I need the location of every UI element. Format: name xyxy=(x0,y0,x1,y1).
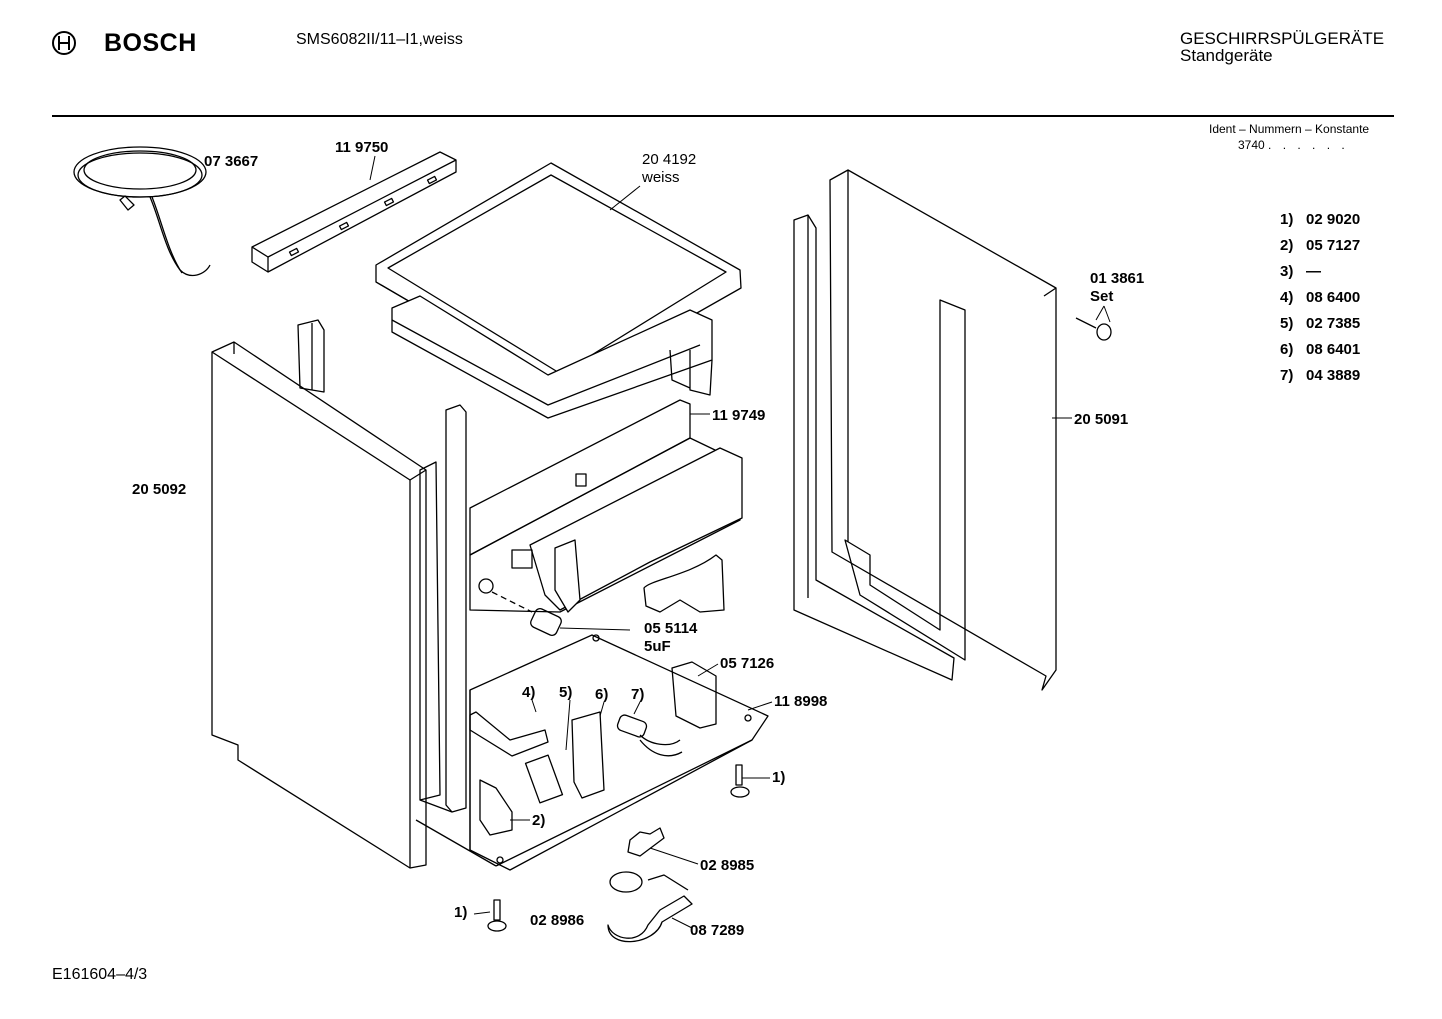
legend-ref: 2) xyxy=(1280,237,1294,254)
sensor-parts-drawing xyxy=(608,828,692,942)
header-divider xyxy=(52,115,1394,117)
ident-number: 3740 xyxy=(1238,138,1265,152)
ident-dots: . . . . . . xyxy=(1268,138,1349,152)
legend-number: 02 7385 xyxy=(1306,315,1361,332)
right-side-rail-drawing xyxy=(794,215,954,680)
callout-1-left: 1) xyxy=(454,904,468,921)
rear-panel-drawing xyxy=(830,170,1056,690)
top-rail-drawing xyxy=(252,152,456,272)
label-055114: 05 5114 xyxy=(644,620,698,637)
left-side-panel-drawing xyxy=(212,342,426,868)
legend-ref: 1) xyxy=(1280,211,1294,228)
ident-label: Ident – Nummern – Konstante xyxy=(1209,122,1370,136)
label-028985: 02 8985 xyxy=(700,857,755,874)
label-204192: 20 4192 xyxy=(642,151,697,168)
legend-row-5: 5) 02 7385 xyxy=(1280,315,1360,332)
legend-row-7: 7) 04 3889 xyxy=(1280,367,1360,384)
screw-set-drawing xyxy=(1076,318,1111,340)
document-id: E161604–4/3 xyxy=(52,966,148,983)
legend-number: 04 3889 xyxy=(1306,367,1361,384)
legend-row-1: 1) 02 9020 xyxy=(1280,211,1360,228)
label-057126: 05 7126 xyxy=(720,655,775,672)
callout-2: 2) xyxy=(532,812,546,829)
legend-ref: 3) xyxy=(1280,263,1294,280)
legend-row-4: 4) 08 6400 xyxy=(1280,289,1360,306)
bosch-logo-icon xyxy=(51,30,77,61)
small-parts-drawing xyxy=(470,712,682,835)
category-line-1: GESCHIRRSPÜLGERÄTE xyxy=(1180,29,1385,48)
callout-4: 4) xyxy=(522,684,536,701)
brand-name: BOSCH xyxy=(104,29,197,57)
legend-number: — xyxy=(1306,263,1321,280)
callout-5: 5) xyxy=(559,684,573,701)
adjustable-foot-left-drawing xyxy=(488,900,506,931)
label-013861: 01 3861 xyxy=(1090,270,1145,287)
adjustable-foot-right-drawing xyxy=(731,765,749,797)
legend-number: 05 7127 xyxy=(1306,237,1361,254)
cross-member-drawing xyxy=(470,400,742,612)
label-055114-capacity: 5uF xyxy=(644,638,671,655)
ident-value: 3740 . . . . . . xyxy=(1238,138,1349,152)
label-013861-set: Set xyxy=(1090,288,1114,305)
label-119749: 11 9749 xyxy=(712,407,766,424)
bracket-drawing xyxy=(672,662,716,728)
category-title: GESCHIRRSPÜLGERÄTE Standgeräte xyxy=(1180,30,1384,64)
label-087289: 08 7289 xyxy=(690,922,745,939)
legend-row-3: 3) — xyxy=(1280,263,1321,280)
label-028986: 02 8986 xyxy=(530,912,585,929)
label-073667: 07 3667 xyxy=(204,153,259,170)
legend-row-6: 6) 08 6401 xyxy=(1280,341,1360,358)
category-line-2: Standgeräte xyxy=(1180,46,1273,65)
callout-7: 7) xyxy=(631,686,645,703)
label-205091: 20 5091 xyxy=(1074,411,1129,428)
hose-connector-drawing xyxy=(644,555,724,612)
label-119750: 11 9750 xyxy=(335,139,389,156)
capacitor-drawing xyxy=(492,592,563,637)
legend-number: 08 6400 xyxy=(1306,289,1361,306)
base-tray-drawing xyxy=(416,635,768,870)
label-204192-color: weiss xyxy=(642,169,680,186)
legend-ref: 4) xyxy=(1280,289,1294,306)
leader-lines xyxy=(370,156,1110,928)
legend-ref: 5) xyxy=(1280,315,1294,332)
legend-row-2: 2) 05 7127 xyxy=(1280,237,1360,254)
legend-number: 02 9020 xyxy=(1306,211,1361,228)
legend-ref: 6) xyxy=(1280,341,1294,358)
legend-number: 08 6401 xyxy=(1306,341,1361,358)
callout-6: 6) xyxy=(595,686,609,703)
label-205092: 20 5092 xyxy=(132,481,187,498)
left-rail-drawing xyxy=(298,320,324,392)
label-118998: 11 8998 xyxy=(774,693,828,710)
worktop-insulation-drawing xyxy=(392,296,712,418)
power-cable-drawing xyxy=(74,147,210,275)
model-number: SMS6082II/11–I1,weiss xyxy=(296,31,463,48)
legend-ref: 7) xyxy=(1280,367,1294,384)
front-frame-drawing xyxy=(420,405,466,812)
callout-1-right: 1) xyxy=(772,769,786,786)
